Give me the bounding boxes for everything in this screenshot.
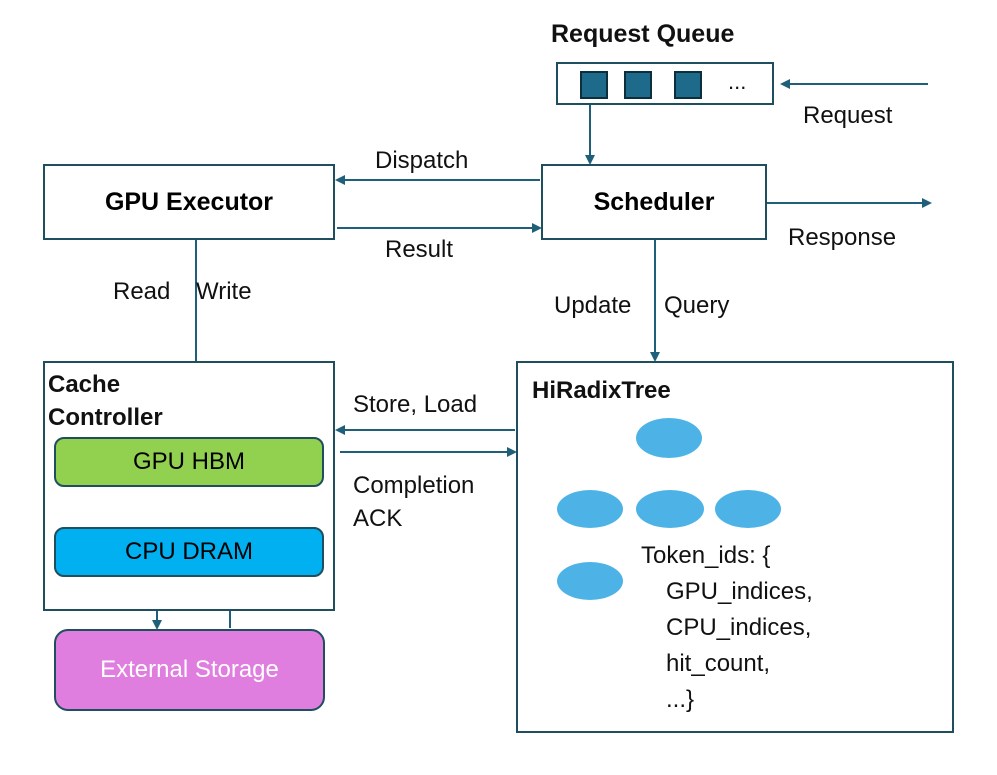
tree-node bbox=[636, 490, 704, 528]
tree-node bbox=[557, 490, 623, 528]
metadata-line: hit_count, bbox=[666, 650, 771, 677]
gpu-executor-box: GPU Executor bbox=[43, 164, 335, 240]
request-queue-title: Request Queue bbox=[551, 20, 735, 48]
queue-slot bbox=[674, 71, 702, 99]
store-load-label: Store, Load bbox=[353, 391, 478, 418]
external-storage-label: External Storage bbox=[100, 656, 279, 683]
dispatch-label: Dispatch bbox=[375, 147, 469, 174]
result-label: Result bbox=[385, 236, 454, 263]
read-label: Read bbox=[113, 278, 171, 305]
query-label: Query bbox=[664, 292, 730, 319]
hiradix-tree-title: HiRadixTree bbox=[532, 377, 671, 404]
write-label: Write bbox=[196, 278, 252, 305]
external-storage-box: External Storage bbox=[54, 629, 325, 711]
cpu-dram-label: CPU DRAM bbox=[124, 538, 253, 565]
hiradix-tree-box: HiRadixTree bbox=[516, 361, 954, 733]
metadata-line: Token_ids: { bbox=[641, 542, 771, 569]
metadata-line: CPU_indices, bbox=[666, 614, 812, 641]
update-label: Update bbox=[554, 292, 632, 319]
request-label: Request bbox=[803, 102, 893, 129]
queue-ellipsis: ... bbox=[728, 69, 747, 94]
metadata-line: GPU_indices, bbox=[666, 578, 813, 605]
tree-node bbox=[715, 490, 781, 528]
queue-slot bbox=[624, 71, 652, 99]
gpu-executor-title: GPU Executor bbox=[104, 187, 274, 216]
scheduler-title: Scheduler bbox=[593, 187, 715, 216]
response-label: Response bbox=[788, 224, 897, 251]
metadata-line: ...} bbox=[666, 686, 695, 713]
cache-controller-title-line2: Controller bbox=[48, 404, 163, 431]
ack-label: ACK bbox=[353, 505, 403, 532]
completion-label: Completion bbox=[353, 472, 475, 499]
tree-leaf-node bbox=[557, 562, 623, 600]
queue-slot bbox=[580, 71, 608, 99]
request-queue: ... bbox=[556, 62, 774, 105]
tree-root-node bbox=[636, 418, 702, 458]
gpu-hbm-box: GPU HBM bbox=[54, 437, 324, 487]
cache-controller-title-line1: Cache bbox=[48, 371, 121, 398]
scheduler-box: Scheduler bbox=[541, 164, 767, 240]
gpu-hbm-label: GPU HBM bbox=[132, 448, 245, 475]
cpu-dram-box: CPU DRAM bbox=[54, 527, 324, 577]
